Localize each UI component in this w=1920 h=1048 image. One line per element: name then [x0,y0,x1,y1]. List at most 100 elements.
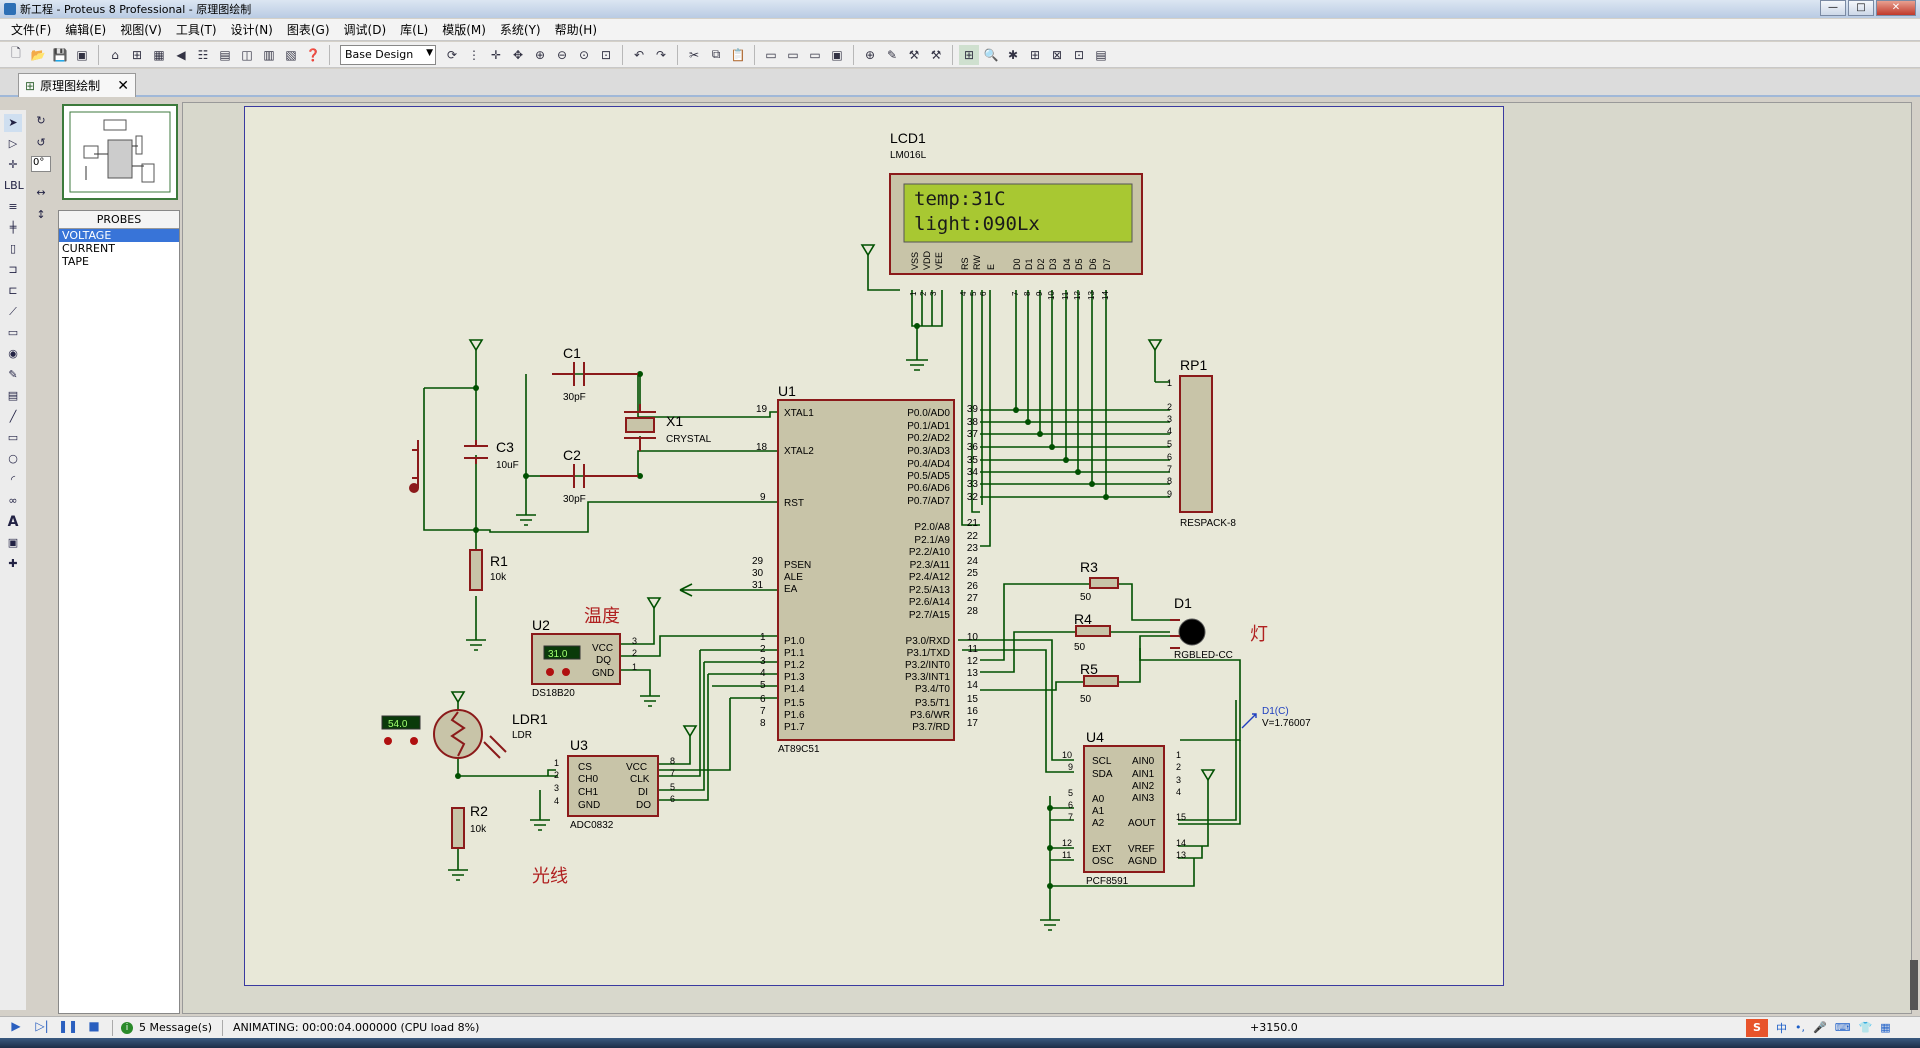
rotation-angle-input[interactable]: 0° [31,156,51,172]
packaging-icon[interactable]: ⚒ [908,47,920,62]
exit-parent-icon[interactable]: ⊡ [1073,47,1085,62]
box-icon[interactable]: ▭ [7,431,19,444]
probe-item-tape[interactable]: TAPE [62,255,89,268]
copy-icon[interactable]: ⧉ [711,47,721,61]
symbol-icon[interactable]: ▣ [7,536,19,549]
home-icon[interactable]: ⌂ [111,47,119,62]
3d-viewer-icon[interactable]: ◫ [241,47,253,62]
undo-icon[interactable]: ↶ [633,47,645,62]
pick-device-icon[interactable]: ⊕ [864,47,876,62]
subcircuit-icon[interactable]: ▯ [9,242,17,255]
maximize-button[interactable]: □ [1848,0,1874,16]
menu-edit[interactable]: 编辑(E) [65,23,107,37]
redo-icon[interactable]: ↷ [655,47,667,62]
overview-window[interactable] [62,104,178,200]
block-move-icon[interactable]: ▭ [787,47,799,62]
menu-design[interactable]: 设计(N) [230,23,273,37]
save-icon[interactable]: 💾 [52,47,68,62]
rgb-led-d1[interactable] [1170,618,1206,649]
minimize-button[interactable]: — [1820,0,1846,16]
close-tab-icon[interactable]: ✕ [117,77,129,94]
grid-icon[interactable]: ⋮ [468,47,480,62]
resistor-r1[interactable] [469,549,483,591]
path-icon[interactable]: ∞ [8,494,18,507]
schematic-icon[interactable]: ⊞ [131,47,143,62]
property-assign-icon[interactable]: ✱ [1007,47,1019,62]
vertical-scrollbar[interactable] [1910,960,1918,1010]
capacitor-c2[interactable] [540,464,638,488]
open-folder-icon[interactable]: 📂 [30,47,46,62]
junction-dot-icon[interactable]: ✛ [8,158,18,171]
probe-item-current[interactable]: CURRENT [62,242,115,255]
block-delete-icon[interactable]: ▣ [831,47,843,62]
search-icon[interactable]: 🔍 [983,47,999,62]
make-device-icon[interactable]: ✎ [886,47,898,62]
refresh-icon[interactable]: ⟳ [446,47,458,62]
menu-file[interactable]: 文件(F) [11,23,52,37]
design-notes-icon[interactable]: ▧ [285,47,297,62]
pan-icon[interactable]: ✥ [512,47,524,62]
device-pins-icon[interactable]: ⊏ [8,284,18,297]
new-sheet-icon[interactable]: ⊞ [1029,47,1041,62]
probe-icon[interactable]: ✎ [8,368,18,381]
marker-icon[interactable]: ✚ [8,557,18,570]
stop-icon[interactable]: ■ [88,1018,100,1033]
menu-library[interactable]: 库(L) [400,23,429,37]
bus-icon[interactable]: ╪ [9,221,17,234]
component-mode-icon[interactable]: ▷ [8,137,18,150]
origin-icon[interactable]: ✛ [490,47,502,62]
design-variant-combo[interactable]: Base Design▼ [340,44,436,65]
paste-icon[interactable]: 📋 [730,47,746,62]
pcb-icon[interactable]: ▦ [153,47,165,62]
crystal-x1[interactable] [624,404,656,451]
capacitor-c1[interactable] [552,362,638,386]
zoom-area-icon[interactable]: ⊡ [600,47,612,62]
back-icon[interactable]: ◀ [176,47,186,62]
pause-icon[interactable]: ❚❚ [58,1018,79,1033]
help-icon[interactable]: ❓ [305,47,321,62]
remove-sheet-icon[interactable]: ⊠ [1051,47,1063,62]
menu-template[interactable]: 模版(M) [442,23,486,37]
new-file-icon[interactable]: 🗋 [11,46,21,60]
save-all-icon[interactable]: ▣ [76,47,88,62]
resistor-r5[interactable] [1083,675,1119,687]
zoom-out-icon[interactable]: ⊖ [556,47,568,62]
ime-indicator[interactable]: S 中 •, 🎤 ⌨ 👕 ▦ [1746,1018,1891,1037]
bom-icon[interactable]: ☷ [197,47,209,62]
terminals-icon[interactable]: ⊐ [8,263,18,276]
close-button[interactable]: ✕ [1876,0,1916,16]
mirror-x-icon[interactable]: ↔ [36,186,46,199]
selection-mode-icon[interactable]: ➤ [4,114,22,132]
resistor-r2[interactable] [451,807,465,849]
menu-debug[interactable]: 调试(D) [343,23,387,37]
play-icon[interactable]: ▶ [11,1018,21,1033]
decompose-icon[interactable]: ⚒ [930,47,942,62]
generator-icon[interactable]: ◉ [8,347,18,360]
zoom-in-icon[interactable]: ⊕ [534,47,546,62]
lcd-component[interactable]: LCD1 LM016L temp:31C light:090Lx VSS VDD… [889,130,1143,300]
capacitor-c3[interactable] [409,440,488,493]
voltage-probe[interactable]: D1(C) V=1.76007 [1241,706,1311,729]
text-icon[interactable]: A [7,514,19,530]
block-copy-icon[interactable]: ▭ [765,47,777,62]
cut-icon[interactable]: ✂ [688,47,700,62]
instrument-icon[interactable]: ▤ [7,389,19,402]
rotate-cw-icon[interactable]: ↻ [36,114,46,127]
resistor-pack-rp1[interactable]: RP1 RESPACK-8 12 34 56 78 9 [1167,357,1236,529]
netlist-icon[interactable]: ▤ [1095,47,1107,62]
menu-help[interactable]: 帮助(H) [554,23,598,37]
menu-tools[interactable]: 工具(T) [175,23,217,37]
tab-schematic-capture[interactable]: ⊞ 原理图绘制 ✕ [18,73,136,97]
wire-autoroute-icon[interactable]: ⊞ [959,44,979,65]
block-rotate-icon[interactable]: ▭ [809,47,821,62]
line-icon[interactable]: ╱ [9,410,17,423]
probe-item-voltage[interactable]: VOLTAGE [59,229,179,242]
recorder-icon[interactable]: ▭ [7,326,19,339]
graph-icon[interactable]: ⟋ [9,305,17,318]
menu-system[interactable]: 系统(Y) [499,23,541,37]
resistor-r4[interactable] [1075,625,1111,637]
